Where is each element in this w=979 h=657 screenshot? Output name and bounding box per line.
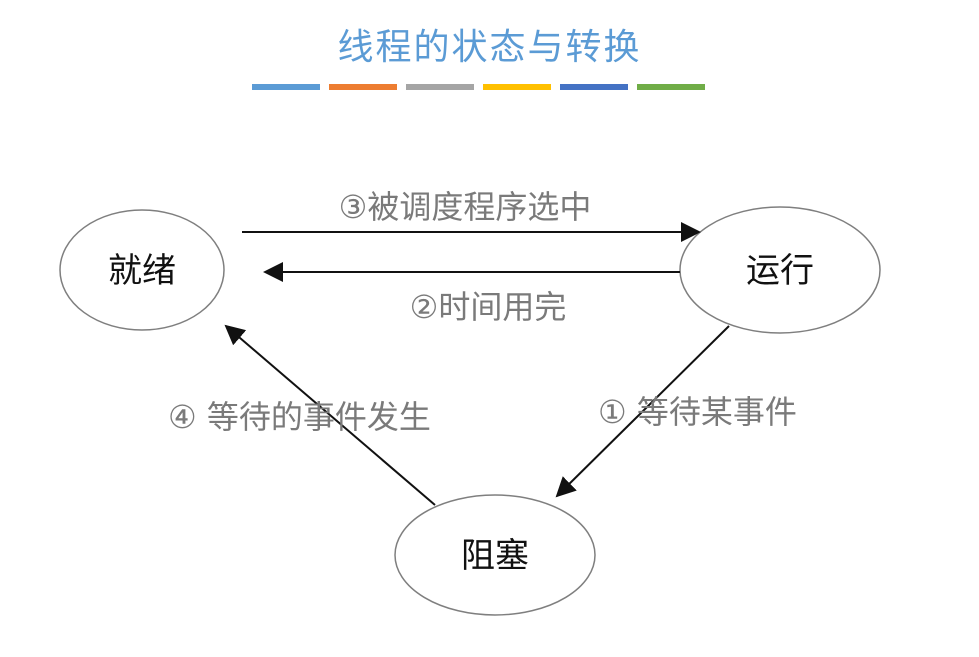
blocked-ellipse <box>394 494 596 616</box>
state-node-blocked: 阻塞 <box>394 494 596 616</box>
color-bar-segment <box>329 84 397 90</box>
color-bar-segment <box>637 84 705 90</box>
state-node-ready: 就绪 <box>59 209 225 331</box>
edge-scheduled-label: ③被调度程序选中 <box>339 188 592 226</box>
edge-wait-event-arrow <box>555 325 730 498</box>
edge-event-occurred-label: ④ 等待的事件发生 <box>168 398 431 436</box>
color-bar-segment <box>483 84 551 90</box>
state-node-running: 运行 <box>679 206 881 334</box>
edge-time-up-label: ②时间用完 <box>410 288 567 326</box>
blocked-label: 阻塞 <box>461 536 529 576</box>
ready-ellipse <box>59 209 225 331</box>
color-bar-segment <box>406 84 474 90</box>
title-color-bar <box>252 84 705 90</box>
running-ellipse <box>679 206 881 334</box>
diagram-title: 线程的状态与转换 <box>337 27 642 68</box>
edge-event-occurred-arrow <box>224 324 436 506</box>
running-label: 运行 <box>746 251 814 291</box>
color-bar-segment <box>560 84 628 90</box>
edge-wait-event-label: ① 等待某事件 <box>598 393 797 431</box>
ready-label: 就绪 <box>108 251 176 291</box>
color-bar-segment <box>252 84 320 90</box>
